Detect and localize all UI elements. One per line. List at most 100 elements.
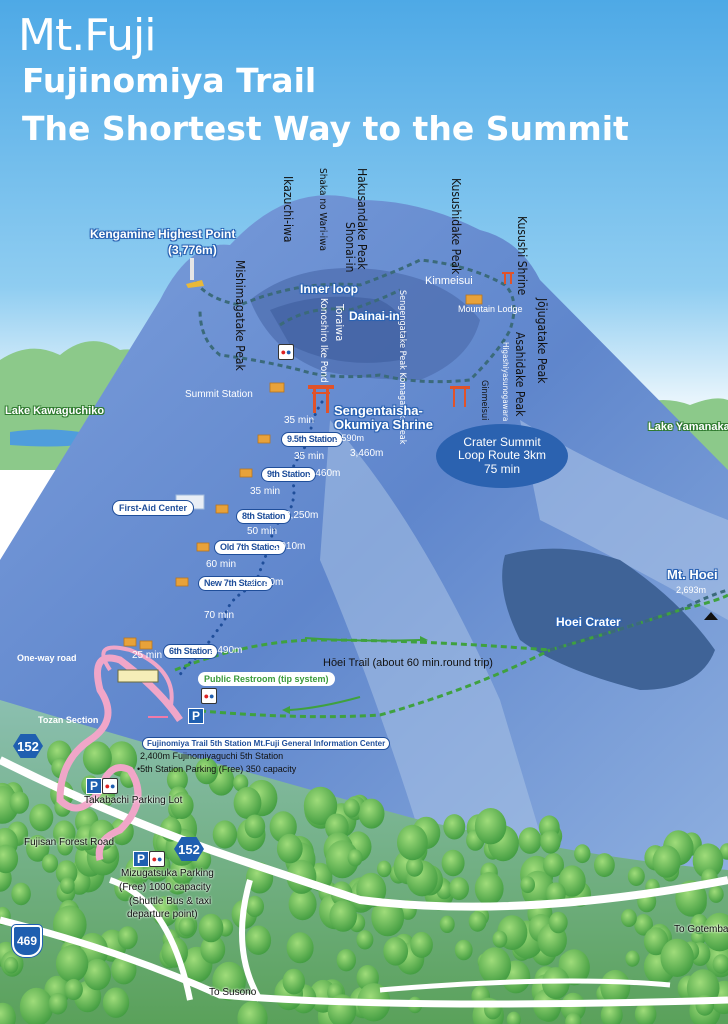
tree (600, 1002, 623, 1024)
hoei-arrow-left (289, 696, 361, 711)
mountain-lodge-label[interactable]: Mountain Lodge (458, 304, 523, 314)
tree (117, 926, 138, 950)
page-title: Mt.Fuji (18, 10, 156, 61)
hoei-crater-label[interactable]: Hoei Crater (556, 615, 621, 629)
tree (29, 803, 54, 832)
tree (520, 876, 535, 894)
station-9-elev: 3,460m (307, 468, 341, 479)
restroom-icon: ●● (278, 344, 294, 360)
tree (540, 830, 561, 854)
sengengatake-komagatake-label[interactable]: Sengengatake Peak Komagatake Peak (397, 290, 407, 445)
time-8: 50 min (247, 526, 278, 537)
tozan-road (56, 654, 183, 861)
kusushi-shrine[interactable]: Kusushi Shrine (515, 216, 529, 296)
kinmeisui-label[interactable]: Kinmeisui (425, 275, 473, 287)
tree (325, 840, 359, 879)
restroom-icon-5th: ●● (201, 688, 217, 704)
higashiyasunogawara-label[interactable]: Higashiyasunogawara (501, 342, 510, 422)
lake-kawaguchiko-label[interactable]: Lake Kawaguchiko (5, 405, 105, 417)
time-old-7: 60 min (206, 559, 237, 570)
station-new-7[interactable]: New 7th Station (198, 576, 274, 591)
tree (329, 900, 358, 932)
tree (55, 944, 89, 983)
tree (397, 824, 428, 861)
kengamine-label[interactable]: Kengamine Highest Point (90, 227, 236, 241)
crater-loop-line3: 75 min (483, 461, 521, 476)
peak-kusushidake[interactable]: Kusushidake Peak (449, 178, 463, 275)
tree (276, 833, 303, 864)
tree (282, 968, 305, 995)
hoei-trail-label[interactable]: Hōei Trail (about 60 min.round trip) (323, 657, 493, 669)
huts (123, 294, 483, 650)
hoei-dark-trail (549, 588, 728, 652)
dainai-in-label[interactable]: Dainai-in (349, 309, 400, 323)
peak-jojugatake[interactable]: Jōjugatake Peak (535, 298, 549, 384)
station-8[interactable]: 8th Station (236, 509, 292, 524)
tree (574, 844, 591, 864)
parking-icon-takabachi: P (86, 778, 102, 794)
first-aid-label[interactable]: First-Aid Center (112, 500, 195, 516)
takabachi-parking-label[interactable]: Takabachi Parking Lot (84, 795, 183, 806)
tree (594, 853, 615, 878)
tree (336, 949, 356, 972)
fifth-station-parking: •5th Station Parking (Free) 350 capacity (137, 764, 297, 774)
time-new-7: 70 min (204, 610, 235, 621)
crater-loop-line1: Crater Summit (463, 435, 541, 450)
konoshiro-ike-pond[interactable]: Konoshiro Ike Pond (318, 298, 329, 383)
inner-loop-trail (279, 288, 401, 327)
crater-loop-bubble[interactable]: Crater Summit Loop Route 3km 75 min (436, 424, 568, 488)
kengamine-elevation: (3,776m) (168, 243, 217, 257)
road-susono (109, 877, 193, 1001)
mt-hoei-label[interactable]: Mt. Hoei (667, 567, 718, 582)
tree (60, 877, 75, 894)
mizugatsuka-parking-label[interactable]: Mizugatsuka Parking (121, 868, 214, 879)
ginmeisui-label[interactable]: Ginmeisui (479, 380, 489, 421)
tree (634, 1001, 657, 1024)
tozan-section-label: Tozan Section (38, 715, 99, 725)
info-center-label[interactable]: Fujinomiya Trail 5th Station Mt.Fuji Gen… (142, 737, 391, 750)
toraiwa-label[interactable]: Toraiwa (333, 304, 346, 342)
shrine-label-1[interactable]: Sengentaisha- (334, 403, 423, 418)
tree (356, 930, 374, 950)
peak-asahidake[interactable]: Asahidake Peak (513, 332, 527, 417)
route-469-shield: 469 (12, 925, 42, 957)
forest-road-label: Fujisan Forest Road (24, 837, 115, 848)
time-6: 25 min (132, 650, 163, 661)
tree (600, 969, 631, 1005)
road-152 (0, 756, 728, 911)
station-9-5-elev: 3,590m (334, 433, 365, 443)
tree (443, 814, 466, 840)
tree (212, 961, 246, 1001)
tree (55, 860, 78, 885)
station-9[interactable]: 9th Station (261, 467, 317, 482)
tree (474, 808, 507, 845)
tree (57, 837, 73, 856)
tree (660, 938, 694, 977)
tree (303, 786, 338, 826)
lake-yamanakako-label[interactable]: Lake Yamanakako (648, 421, 728, 433)
public-restroom-label[interactable]: Public Restroom (tip system) (198, 672, 335, 686)
tree (468, 911, 487, 932)
shrine-label-2[interactable]: Okumiya Shrine (334, 417, 433, 432)
shrine-elevation: 3,460m (350, 448, 384, 459)
parking-icon-mizugatsuka: P (133, 851, 149, 867)
tree (170, 792, 194, 819)
tree (233, 787, 262, 819)
peak-shaka-no-wari-iwa[interactable]: Shaka no Wari-iwa (317, 168, 328, 251)
time-9-5: 35 min (294, 451, 325, 462)
station-old-7[interactable]: Old 7th Station (214, 540, 286, 555)
peak-ikazuchi-iwa[interactable]: Ikazuchi-iwa (281, 176, 295, 243)
tree (474, 872, 504, 906)
tree (198, 913, 224, 943)
station-6[interactable]: 6th Station (163, 644, 219, 659)
to-susono-label: To Susono (209, 987, 257, 998)
peak-shonai-in[interactable]: Shonai-in (343, 222, 357, 273)
time-summit: 35 min (284, 415, 315, 426)
time-9: 35 min (250, 486, 281, 497)
station-9-5[interactable]: 9.5th Station (281, 432, 344, 447)
peak-hakusandake[interactable]: Hakusandake Peak (355, 168, 369, 270)
summit-station-label[interactable]: Summit Station (185, 389, 253, 400)
station-new-7-elev: 2,780m (250, 577, 284, 588)
peak-mishimagatake[interactable]: Mishimagatake Peak (233, 260, 247, 371)
page-subtitle: Fujinomiya Trail (22, 61, 317, 100)
